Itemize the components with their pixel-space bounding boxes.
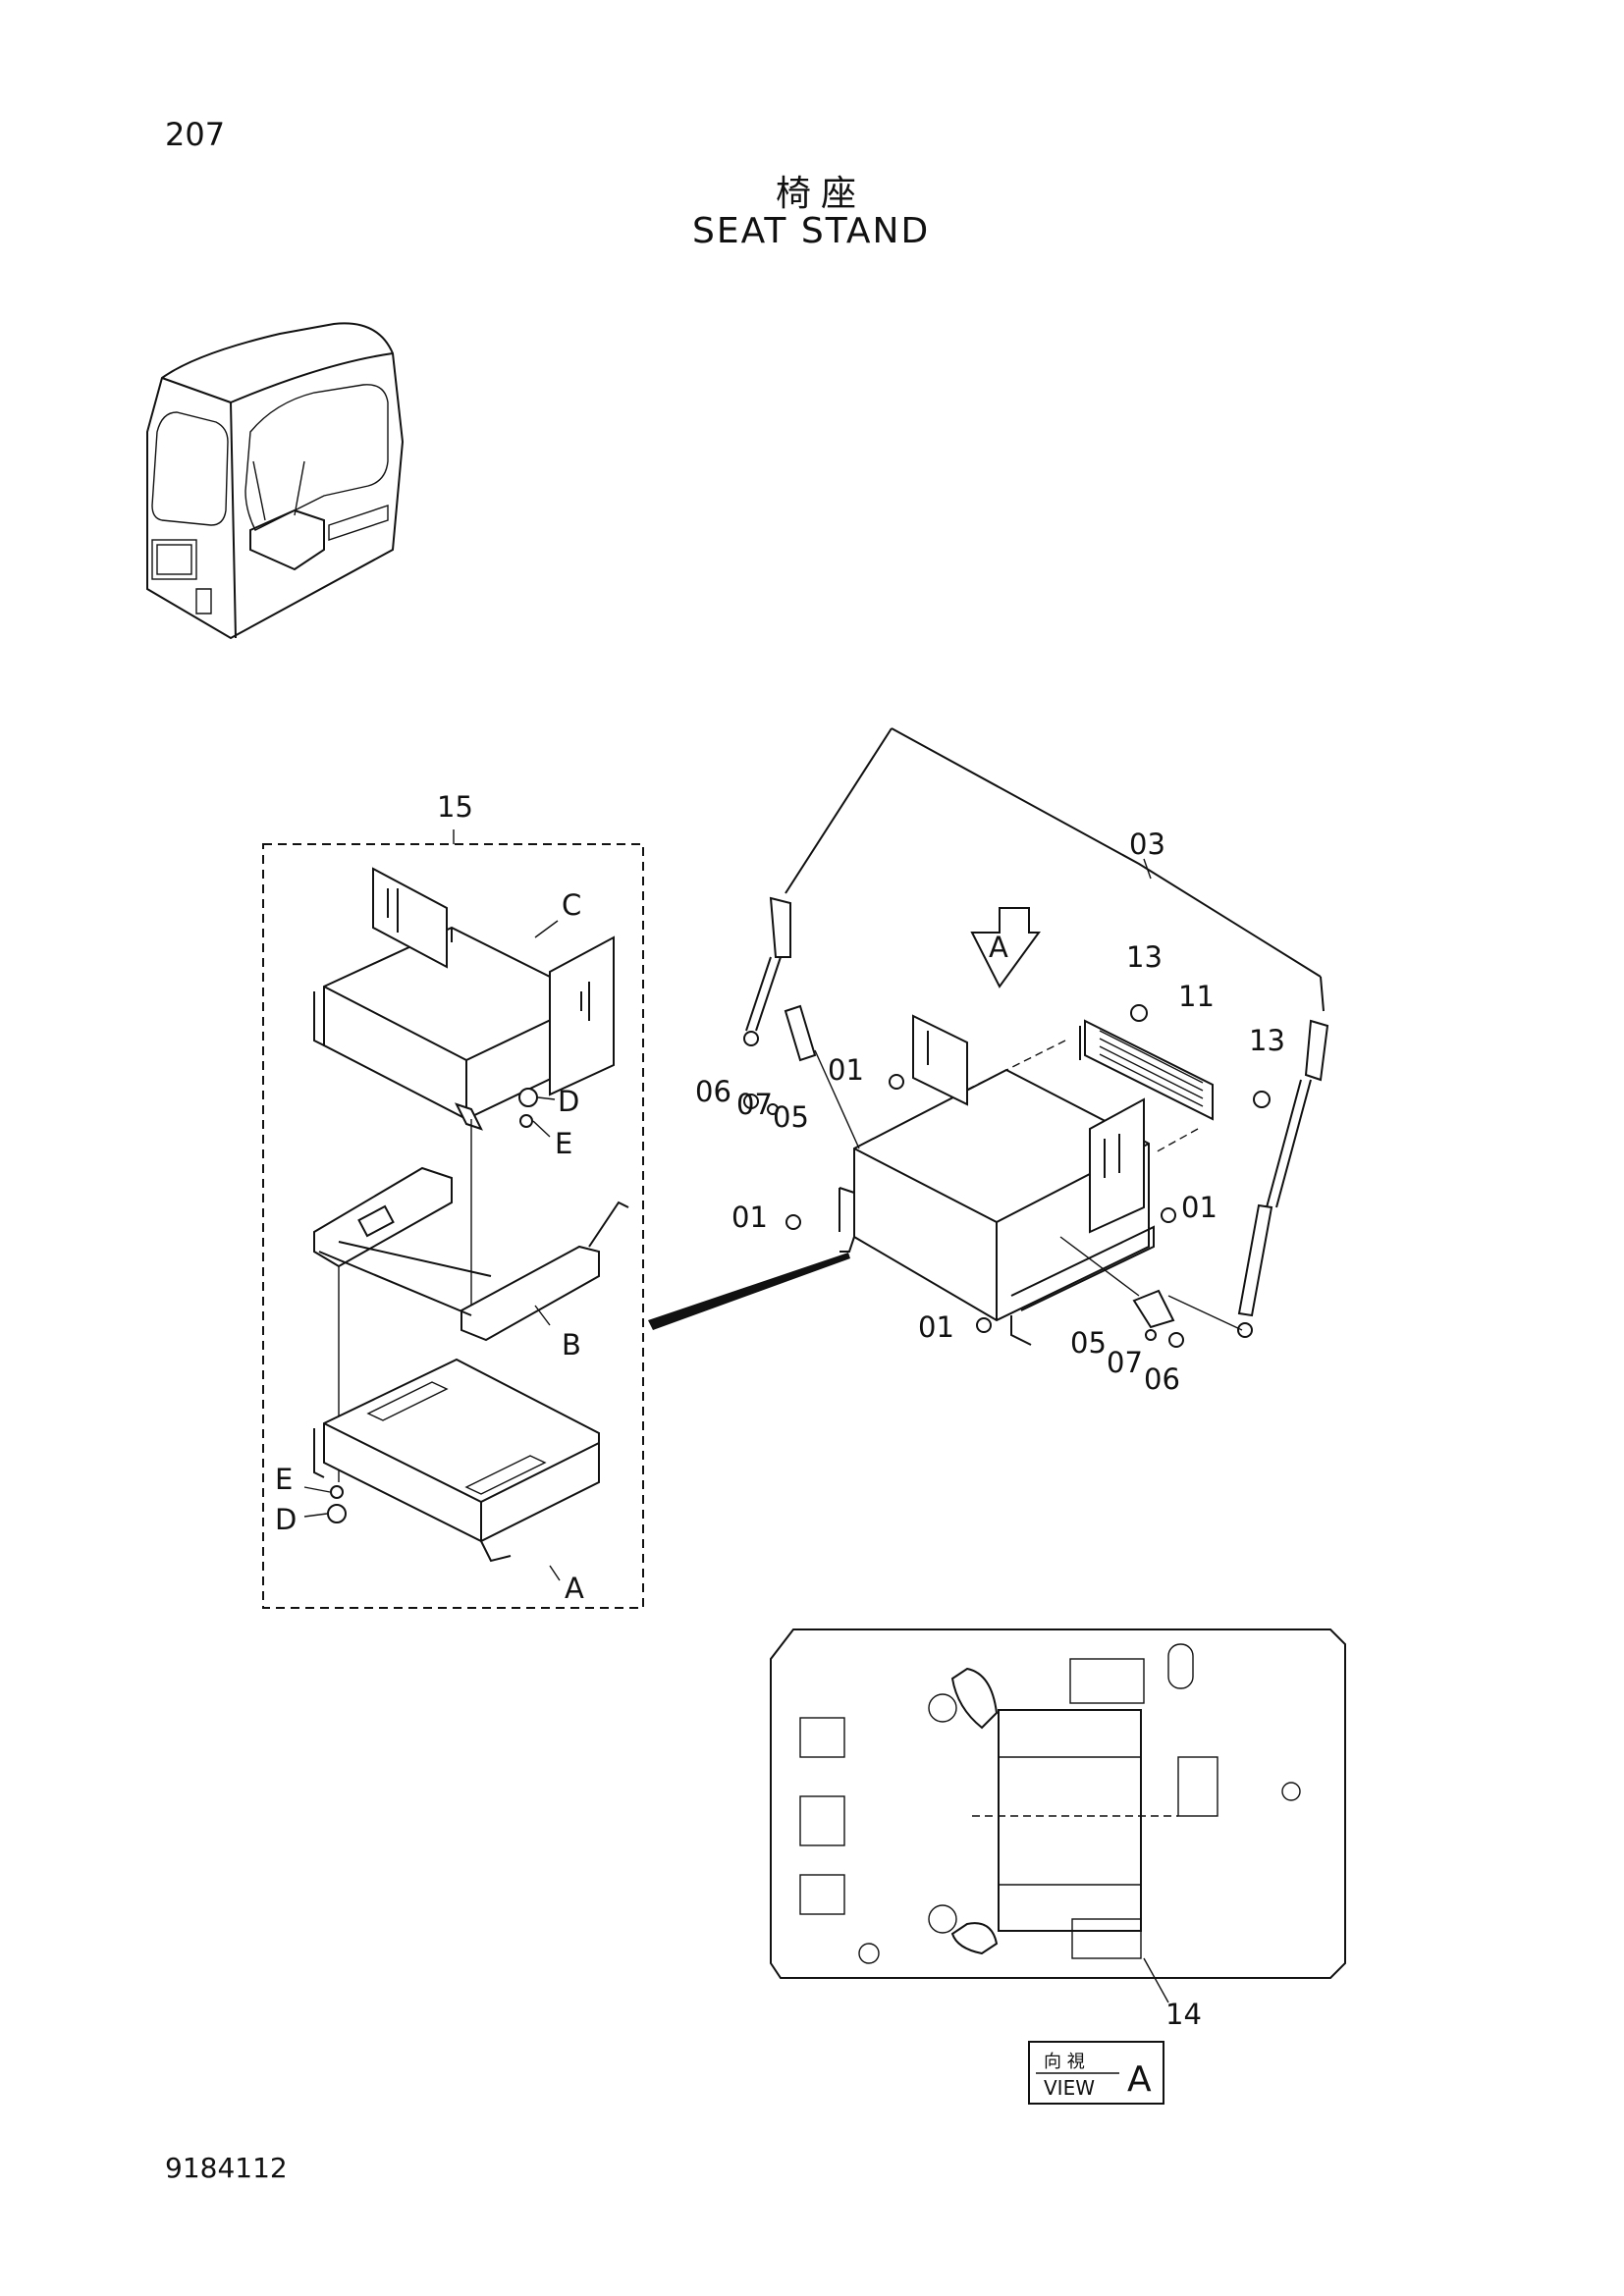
title-japanese: 椅座 (776, 174, 867, 214)
callout-c: C (562, 888, 581, 922)
callout-e-lower: E (275, 1463, 293, 1496)
callout-b: B (562, 1328, 581, 1362)
callout-14: 14 (1165, 1998, 1202, 2031)
assembly-15 (262, 829, 644, 1609)
view-box-jp: 向 視 (1044, 2052, 1085, 2072)
callout-d-lower: D (275, 1503, 297, 1536)
leader-lines (534, 920, 561, 1581)
callout-view-arrow-a: A (989, 931, 1008, 964)
callout-e-upper: E (555, 1127, 572, 1160)
view-box-en: VIEW (1044, 2076, 1095, 2100)
seat-stand-exploded (743, 727, 1329, 1348)
callout-01-bottom: 01 (918, 1310, 954, 1344)
callout-01-left: 01 (731, 1201, 768, 1234)
callouts: 15 C D E B E D A 03 13 11 13 A 01 06 07 … (275, 790, 1285, 2031)
callout-01-right: 01 (1181, 1191, 1218, 1224)
view-a-plate (770, 1629, 1346, 2003)
callout-a: A (565, 1572, 584, 1605)
callout-03: 03 (1129, 828, 1165, 861)
callout-05-right: 05 (1070, 1326, 1107, 1360)
callout-06-left: 06 (695, 1075, 731, 1108)
view-a-box: 向 視 VIEW A (1028, 2041, 1164, 2105)
callout-07-right: 07 (1107, 1346, 1143, 1379)
callout-07-left: 07 (736, 1088, 773, 1121)
title-english: SEAT STAND (692, 211, 931, 251)
page-number: 207 (165, 116, 226, 153)
cab-thumbnail (146, 322, 405, 640)
document-code: 9184112 (165, 2152, 288, 2184)
callout-01-top: 01 (828, 1053, 864, 1087)
view-box-letter: A (1127, 2059, 1152, 2100)
callout-d-upper: D (558, 1085, 579, 1118)
callout-06-right: 06 (1144, 1362, 1180, 1396)
callout-15: 15 (437, 790, 473, 824)
callout-05-left: 05 (773, 1100, 809, 1134)
callout-11: 11 (1178, 980, 1215, 1013)
callout-13-right: 13 (1249, 1024, 1285, 1057)
callout-13-left: 13 (1126, 940, 1163, 974)
detail-arrow (648, 1253, 850, 1330)
